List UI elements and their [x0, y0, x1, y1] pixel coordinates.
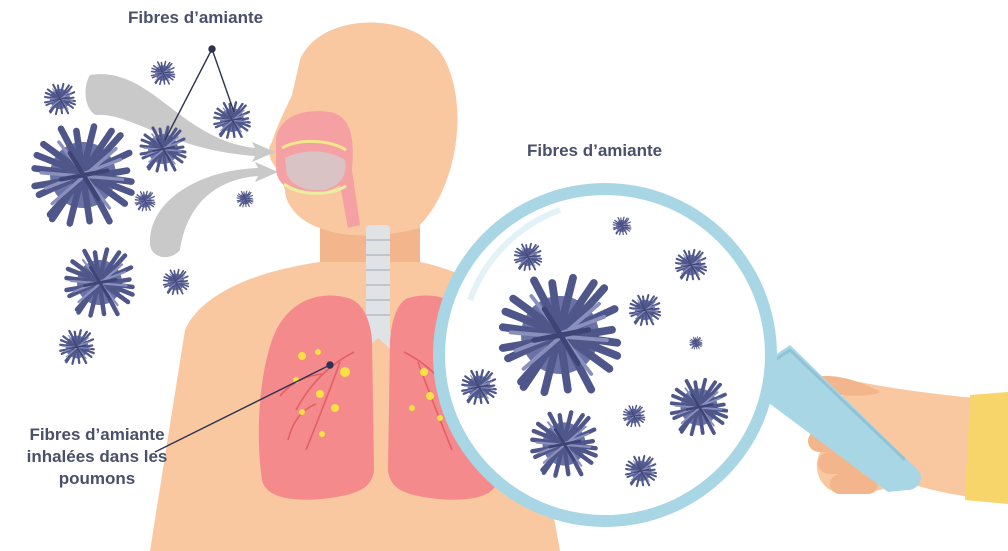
airborne-fibers-label: Fibres d’amiante — [128, 7, 263, 29]
sleeve — [965, 392, 1008, 504]
fiber-cluster — [35, 127, 132, 224]
fiber-cluster — [164, 270, 189, 295]
magnified-fibers-label: Fibres d’amiante — [527, 140, 662, 162]
fiber-cluster — [152, 62, 175, 85]
fiber-cluster — [45, 84, 75, 114]
fiber-cluster — [237, 191, 253, 207]
fiber-cluster — [60, 330, 93, 363]
inhaled-fibers-label: Fibres d’amiante inhalées dans les poumo… — [6, 424, 188, 490]
fiber-cluster — [67, 250, 133, 316]
fiber-cluster — [135, 191, 154, 210]
inhaled-fibers-label-line3: poumons — [6, 468, 188, 490]
inhaled-fibers-label-line1: Fibres d’amiante — [6, 424, 188, 446]
inhaled-fibers-label-line2: inhalées dans les — [6, 446, 188, 468]
